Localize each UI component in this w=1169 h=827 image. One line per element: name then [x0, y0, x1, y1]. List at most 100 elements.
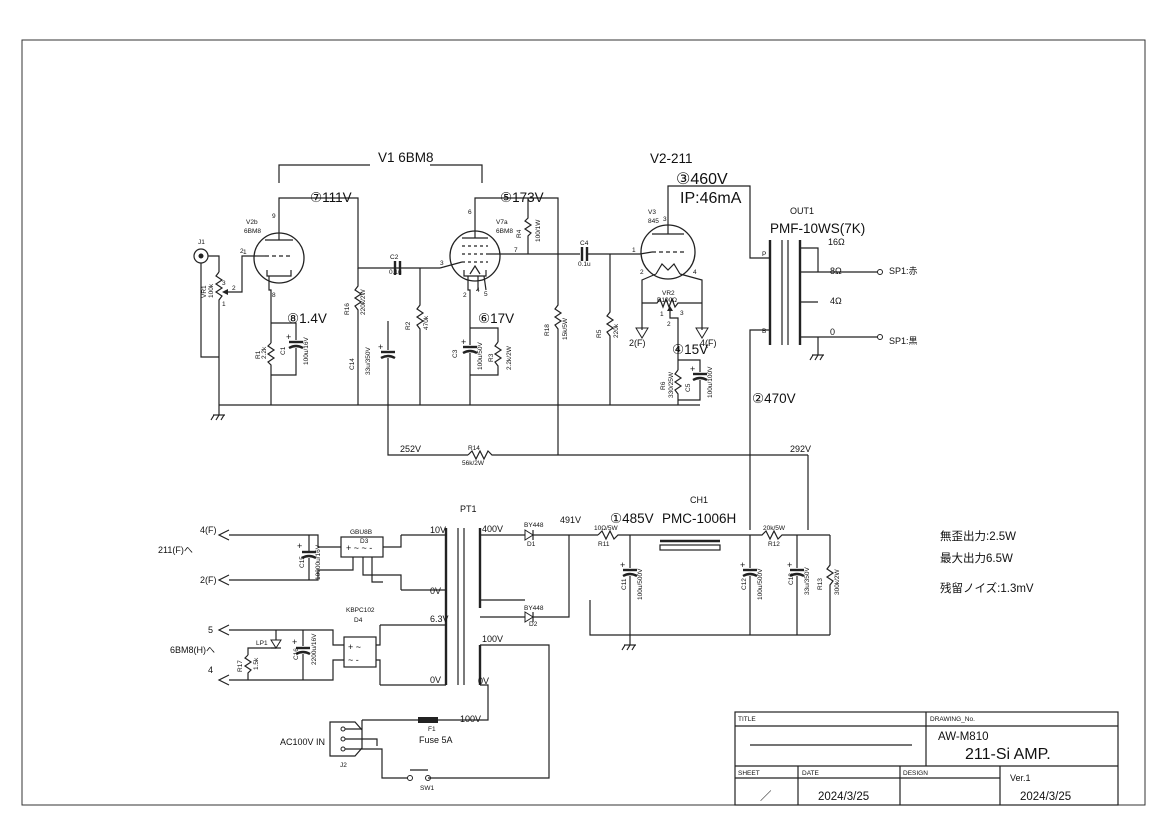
tube-v3 [639, 224, 696, 280]
svg-text:R16: R16 [344, 303, 351, 315]
title-label: TITLE [738, 716, 756, 723]
plate-current: IP:46mA [680, 190, 742, 207]
svg-text:7: 7 [514, 247, 518, 254]
svg-text:220k/2W: 220k/2W [360, 288, 367, 315]
svg-text:8Ω: 8Ω [830, 266, 842, 276]
r2-resistor [415, 268, 425, 405]
tube-v7a [439, 214, 528, 282]
svg-text:C14: C14 [349, 358, 356, 370]
svg-text:+: + [461, 337, 466, 347]
tp2-voltage: ②470V [752, 391, 796, 406]
svg-text:F1: F1 [428, 726, 436, 733]
svg-text:C13: C13 [788, 573, 795, 585]
svg-text:+: + [292, 637, 297, 647]
svg-text:9: 9 [272, 213, 276, 220]
tp6-voltage: ⑥17V [478, 311, 514, 326]
svg-text:100u/500V: 100u/500V [637, 568, 644, 600]
svg-text:R11: R11 [598, 541, 610, 548]
switch-sw1[interactable] [407, 775, 413, 781]
svg-text:C16: C16 [293, 648, 300, 660]
svg-text:R17: R17 [237, 660, 244, 672]
svg-text:KBPC102: KBPC102 [346, 607, 375, 614]
svg-text:100V: 100V [482, 634, 503, 644]
drawing-title: 211-Si AMP. [965, 746, 1051, 763]
vr2-resistor [642, 297, 702, 309]
tp1-voltage: ①485V [610, 511, 654, 526]
vr1-name: VR1 [201, 285, 208, 298]
svg-text:4Ω: 4Ω [830, 296, 842, 306]
speaker-red: SP1:赤 [889, 266, 918, 276]
svg-text:100/1W: 100/1W [535, 219, 542, 242]
v252-label: 252V [400, 444, 421, 454]
date-label: DATE [802, 770, 820, 777]
svg-text:2(F): 2(F) [629, 338, 646, 348]
heater-6bm8: 6BM8(H)へ [170, 645, 215, 655]
bridge-d4: + ~ ~ - [343, 636, 377, 668]
sheet-label: SHEET [738, 770, 760, 777]
svg-text:33u/350V: 33u/350V [365, 347, 372, 375]
svg-text:400V: 400V [482, 524, 503, 534]
svg-text:2: 2 [667, 321, 671, 328]
sheet-border [21, 39, 1146, 806]
vr1-value: 100k [208, 283, 215, 298]
svg-text:R18: R18 [544, 324, 551, 336]
svg-text:100V: 100V [460, 714, 481, 724]
r14-resistor [467, 449, 808, 461]
r16-resistor [353, 268, 363, 405]
svg-text:5: 5 [484, 291, 488, 298]
svg-text:10000u/16V: 10000u/16V [315, 544, 322, 580]
svg-text:100u/16V: 100u/16V [303, 337, 310, 365]
svg-text:33u/350V: 33u/350V [804, 567, 811, 595]
svg-text:2: 2 [240, 248, 244, 255]
svg-text:2: 2 [463, 292, 467, 299]
r17-resistor [243, 654, 253, 680]
svg-text:P: P [762, 251, 766, 258]
svg-text:+: + [620, 560, 625, 570]
svg-text:C4: C4 [580, 240, 589, 247]
v3-type: 845 [648, 218, 659, 225]
svg-text:3: 3 [222, 280, 226, 287]
svg-text:4: 4 [208, 665, 213, 675]
svg-text:2(F): 2(F) [200, 575, 217, 585]
svg-text:0V: 0V [430, 675, 441, 685]
svg-text:10Ω/5W: 10Ω/5W [594, 525, 619, 532]
tp5-voltage: ⑤173V [500, 190, 544, 205]
svg-text:2200u/16V: 2200u/16V [311, 633, 318, 665]
svg-text:1: 1 [222, 301, 226, 308]
vr1-resistor [214, 271, 224, 357]
r3-resistor [470, 341, 503, 376]
svg-text:R5: R5 [596, 329, 603, 338]
lp1-label: LP1 [256, 640, 268, 647]
svg-text:470k: 470k [423, 315, 430, 330]
svg-text:+: + [297, 541, 302, 551]
v2b-type: 6BM8 [244, 228, 261, 235]
r1-resistor [266, 342, 276, 405]
svg-text:0V: 0V [478, 676, 489, 686]
v491-label: 491V [560, 515, 581, 525]
svg-text:2: 2 [640, 269, 644, 276]
svg-text:D3: D3 [360, 538, 369, 545]
svg-text:Fuse 5A: Fuse 5A [419, 735, 453, 745]
r6-resistor [673, 369, 683, 405]
svg-text:1.5k: 1.5k [253, 657, 260, 670]
svg-text:3: 3 [663, 216, 667, 223]
svg-text:5: 5 [208, 625, 213, 635]
svg-text:1: 1 [632, 247, 636, 254]
v3-ref: V3 [648, 209, 656, 216]
tp7-voltage: ⑦111V [310, 190, 352, 205]
svg-text:0.1u: 0.1u [578, 261, 591, 268]
svg-text:+ ~ ~ -: + ~ ~ - [346, 543, 372, 553]
v2b-ref: V2b [246, 219, 258, 226]
drawing-no-label: DRAWING_No. [930, 716, 975, 723]
svg-text:C11: C11 [621, 578, 628, 590]
svg-text:R3: R3 [488, 353, 495, 362]
svg-text:1: 1 [660, 311, 664, 318]
input-jack-j1[interactable] [193, 248, 209, 264]
svg-text:2: 2 [232, 285, 236, 292]
svg-text:+: + [787, 560, 792, 570]
svg-text:56k/2W: 56k/2W [462, 460, 485, 467]
svg-text:C12: C12 [741, 578, 748, 590]
date-value: 2024/3/25 [818, 791, 869, 803]
svg-text:C5: C5 [685, 383, 692, 392]
